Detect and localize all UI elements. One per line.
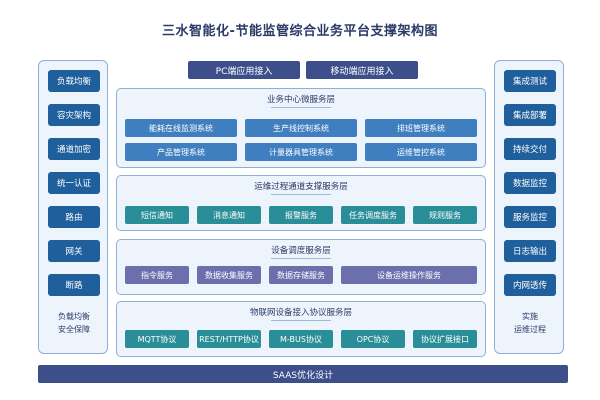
ops-item-message[interactable]: 消息通知: [197, 206, 261, 224]
scheduling-item-data-storage[interactable]: 数据存储服务: [269, 266, 333, 284]
business-item-product-management[interactable]: 产品管理系统: [125, 143, 237, 161]
iot-item-mbus[interactable]: M-BUS协议: [269, 330, 333, 348]
scheduling-item-data-collection[interactable]: 数据收集服务: [197, 266, 261, 284]
business-item-meter-management[interactable]: 计量器具管理系统: [245, 143, 357, 161]
right-caption-line2: 运维过程: [514, 325, 546, 334]
pc-access-button[interactable]: PC端应用接入: [188, 61, 300, 79]
ops-channel-layer: 运维过程通道支撑服务层 短信通知 消息通知 报警服务 任务调度服务 规则服务: [116, 175, 486, 231]
iot-layer-title: 物联网设备接入协议服务层: [117, 306, 485, 321]
left-item-channel-encryption[interactable]: 通道加密: [48, 138, 100, 160]
right-caption-line1: 实施: [522, 312, 538, 321]
left-item-routing[interactable]: 路由: [48, 206, 100, 228]
left-item-load-balance[interactable]: 负载均衡: [48, 70, 100, 92]
iot-protocol-layer: 物联网设备接入协议服务层 MQTT协议 REST/HTTP协议 M-BUS协议 …: [116, 301, 486, 357]
scheduling-item-device-ops[interactable]: 设备运维操作服务: [341, 266, 477, 284]
ops-layer-title: 运维过程通道支撑服务层: [117, 180, 485, 195]
mobile-access-button[interactable]: 移动端应用接入: [306, 61, 418, 79]
left-item-circuit-breaker[interactable]: 断路: [48, 274, 100, 296]
left-caption-line2: 安全保障: [58, 325, 90, 334]
right-item-service-monitoring[interactable]: 服务监控: [504, 206, 556, 228]
right-item-integration-test[interactable]: 集成测试: [504, 70, 556, 92]
iot-item-rest-http[interactable]: REST/HTTP协议: [197, 330, 261, 348]
left-item-disaster-recovery[interactable]: 容灾架构: [48, 104, 100, 126]
right-item-integration-deploy[interactable]: 集成部署: [504, 104, 556, 126]
scheduling-item-command[interactable]: 指令服务: [125, 266, 189, 284]
left-item-gateway[interactable]: 网关: [48, 240, 100, 262]
right-ops-panel: 集成测试 集成部署 持续交付 数据监控 服务监控 日志输出 内网透传 实施 运维…: [494, 60, 564, 354]
business-layer-title: 业务中心微服务层: [117, 93, 485, 108]
saas-optimization-bar[interactable]: SAAS优化设计: [38, 365, 568, 383]
ops-item-sms[interactable]: 短信通知: [125, 206, 189, 224]
ops-item-alarm[interactable]: 报警服务: [269, 206, 333, 224]
ops-item-task-scheduling[interactable]: 任务调度服务: [341, 206, 405, 224]
right-item-continuous-delivery[interactable]: 持续交付: [504, 138, 556, 160]
scheduling-layer-title: 设备调度服务层: [117, 244, 485, 259]
business-item-production-control[interactable]: 生产线控制系统: [245, 119, 357, 137]
business-item-energy-monitoring[interactable]: 能耗在线监测系统: [125, 119, 237, 137]
iot-item-mqtt[interactable]: MQTT协议: [125, 330, 189, 348]
right-item-log-output[interactable]: 日志输出: [504, 240, 556, 262]
page-title: 三水智能化-节能监管综合业务平台支撑架构图: [162, 24, 438, 39]
business-microservice-layer: 业务中心微服务层 能耗在线监测系统 生产线控制系统 排班管理系统 产品管理系统 …: [116, 88, 486, 168]
left-security-panel: 负载均衡 容灾架构 通道加密 统一认证 路由 网关 断路 负载均衡 安全保障: [38, 60, 108, 354]
right-item-intranet-tunnel[interactable]: 内网透传: [504, 274, 556, 296]
left-item-unified-auth[interactable]: 统一认证: [48, 172, 100, 194]
ops-item-rules[interactable]: 规则服务: [413, 206, 477, 224]
left-caption-line1: 负载均衡: [58, 312, 90, 321]
business-item-shift-management[interactable]: 排班管理系统: [365, 119, 477, 137]
iot-item-opc[interactable]: OPC协议: [341, 330, 405, 348]
device-scheduling-layer: 设备调度服务层 指令服务 数据收集服务 数据存储服务 设备运维操作服务: [116, 239, 486, 295]
iot-item-protocol-extension[interactable]: 协议扩展接口: [413, 330, 477, 348]
right-item-data-monitoring[interactable]: 数据监控: [504, 172, 556, 194]
business-item-ops-control[interactable]: 运维管控系统: [365, 143, 477, 161]
